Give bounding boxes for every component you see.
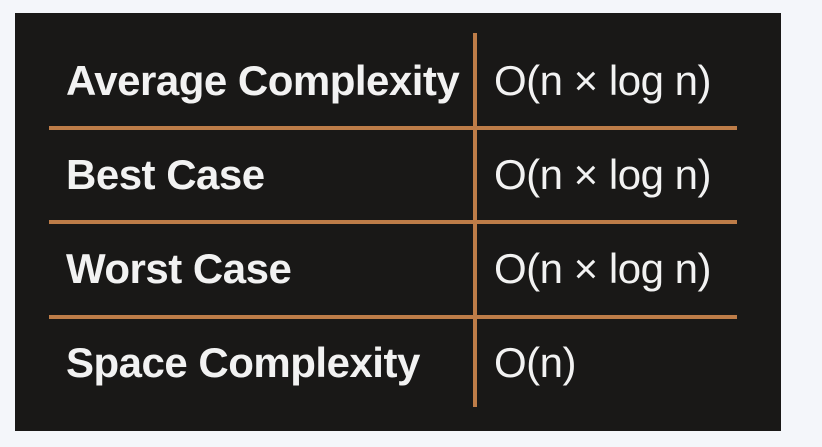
column-divider: [473, 33, 477, 407]
row-value: O(n): [494, 339, 577, 386]
table-row: Worst Case O(n × log n): [15, 222, 781, 316]
table-row: Best Case O(n × log n): [15, 128, 781, 222]
table-body: Average Complexity O(n × log n) Best Cas…: [15, 34, 781, 410]
row-value: O(n × log n): [494, 57, 711, 104]
row-label: Space Complexity: [66, 339, 420, 386]
row-value: O(n × log n): [494, 245, 711, 292]
complexity-table: Average Complexity O(n × log n) Best Cas…: [15, 13, 781, 431]
row-label: Worst Case: [66, 245, 292, 292]
row-divider: [49, 220, 737, 224]
table-row: Space Complexity O(n): [15, 316, 781, 410]
row-value: O(n × log n): [494, 151, 711, 198]
row-label: Average Complexity: [66, 57, 460, 104]
table-row: Average Complexity O(n × log n): [15, 34, 781, 128]
row-label: Best Case: [66, 151, 265, 198]
row-divider: [49, 126, 737, 130]
row-divider: [49, 315, 737, 319]
